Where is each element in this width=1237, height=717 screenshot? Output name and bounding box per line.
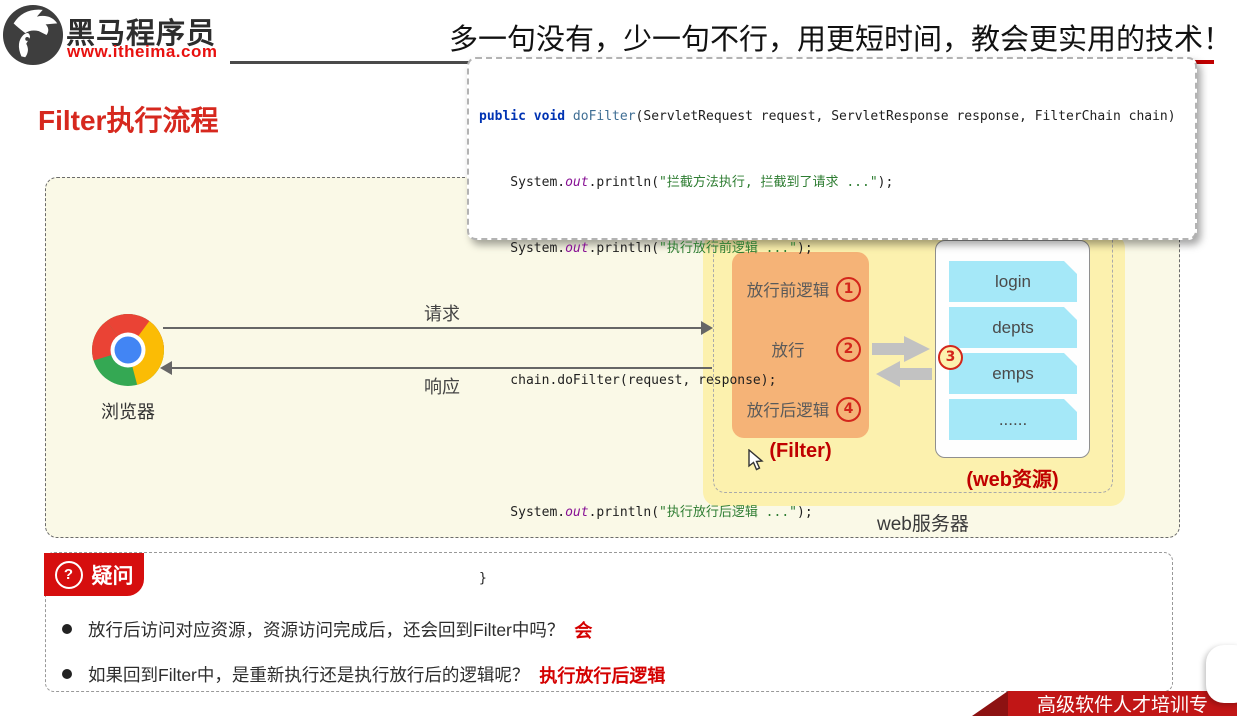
code-line <box>479 304 1185 326</box>
resource-item: login <box>949 261 1077 302</box>
code-line: } <box>479 571 487 586</box>
code-line: System.out.println("执行放行前逻辑 ..."); <box>479 241 813 256</box>
web-resource-caption: (web资源) <box>966 469 1059 491</box>
filter-step-label: 放行前逻辑 <box>746 282 830 300</box>
response-arrow <box>172 367 712 369</box>
question-text: 放行后访问对应资源，资源访问完成后，还会回到Filter中吗？ <box>88 620 565 640</box>
header-divider-accent <box>1191 60 1214 64</box>
resource-item: depts <box>949 307 1077 348</box>
header-slogan: 多一句没有，少一句不行，用更短时间，教会更实用的技术！ <box>448 22 1232 56</box>
question-answer: 会 <box>574 621 593 641</box>
filter-step-label: 放行后逻辑 <box>746 402 830 420</box>
brand-url: www.itheima.com <box>67 42 218 61</box>
code-line: System.out.println("执行放行后逻辑 ..."); <box>479 505 813 520</box>
step-number-badge: 2 <box>836 336 861 362</box>
ribbon-fold-icon <box>972 691 1008 716</box>
filter-caption: (Filter) <box>769 440 832 462</box>
browser-label: 浏览器 <box>101 402 155 422</box>
question-badge: ? 疑问 <box>44 553 144 596</box>
web-server-label: web服务器 <box>877 514 969 535</box>
filter-box: 放行前逻辑 1 放行 2 放行后逻辑 4 <box>732 252 869 438</box>
web-resource-box: login depts emps ...... <box>935 240 1090 458</box>
code-line: public void doFilter(ServletRequest requ… <box>479 109 1176 124</box>
code-snippet-popup: public void doFilter(ServletRequest requ… <box>467 57 1197 586</box>
filter-to-resource-arrows-icon <box>870 334 934 395</box>
question-answer: 执行放行后逻辑 <box>539 666 666 686</box>
question-text: 如果回到Filter中，是重新执行还是执行放行后的逻辑呢？ <box>88 665 530 685</box>
bullet-icon <box>62 624 72 634</box>
bullet-icon <box>62 669 72 679</box>
code-line: chain.doFilter(request, response); <box>479 373 777 388</box>
footer-ribbon: 高级软件人才培训专 <box>1008 691 1237 716</box>
request-arrowhead-icon <box>701 321 713 335</box>
question-item: 如果回到Filter中，是重新执行还是执行放行后的逻辑呢？ 执行放行后逻辑 <box>62 662 665 688</box>
filter-row: 放行 2 <box>740 336 861 362</box>
floating-widget[interactable] <box>1206 645 1237 703</box>
request-label: 请求 <box>424 304 460 324</box>
response-label: 响应 <box>424 377 460 397</box>
response-arrowhead-icon <box>160 361 172 375</box>
step-number-badge: 1 <box>836 276 861 302</box>
question-badge-label: 疑问 <box>91 564 134 588</box>
chrome-browser-icon <box>92 314 164 386</box>
code-line <box>479 436 1185 458</box>
code-line: System.out.println("拦截方法执行, 拦截到了请求 ...")… <box>479 175 894 190</box>
page-title: Filter执行流程 <box>38 105 219 136</box>
brand-name: 黑马程序员 <box>66 18 217 50</box>
resource-item: ...... <box>949 399 1077 440</box>
filter-row: 放行前逻辑 1 <box>740 276 861 302</box>
question-circle-icon: ? <box>54 560 83 589</box>
step-number-badge: 3 <box>938 345 963 370</box>
question-box <box>45 552 1173 692</box>
question-item: 放行后访问对应资源，资源访问完成后，还会回到Filter中吗？ 会 <box>62 617 592 643</box>
footer-ribbon-text: 高级软件人才培训专 <box>1036 694 1208 716</box>
filter-row: 放行后逻辑 4 <box>740 396 861 422</box>
filter-step-label: 放行 <box>771 342 805 360</box>
step-number-badge: 4 <box>836 396 861 422</box>
request-arrow <box>163 327 703 329</box>
mouse-cursor-icon <box>748 448 766 478</box>
resource-item: emps <box>949 353 1077 394</box>
itheima-logo-icon <box>2 4 64 66</box>
